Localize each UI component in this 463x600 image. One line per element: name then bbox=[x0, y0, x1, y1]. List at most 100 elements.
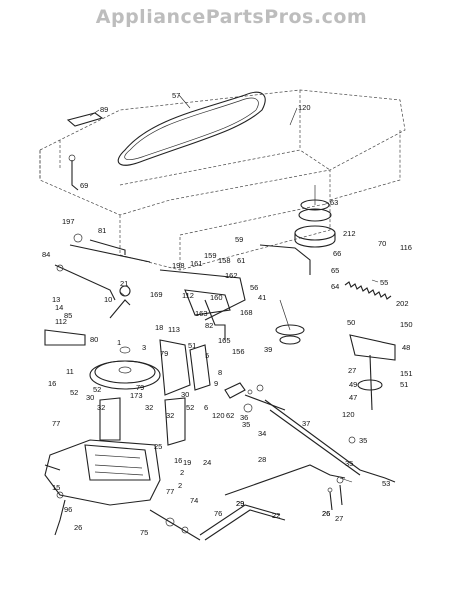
callout-75: 75 bbox=[140, 528, 148, 537]
callout-27-b: 27 bbox=[335, 514, 343, 523]
callout-30-a: 30 bbox=[86, 393, 94, 402]
callout-26-c: 26 bbox=[322, 509, 330, 518]
callout-11: 11 bbox=[66, 367, 74, 376]
callout-49: 49 bbox=[349, 380, 357, 389]
idler-pulley-part-38 bbox=[275, 299, 305, 345]
callout-66: 66 bbox=[333, 249, 341, 258]
callout-77-b: 77 bbox=[166, 487, 174, 496]
callout-161: 161 bbox=[190, 259, 203, 268]
callout-197: 197 bbox=[62, 217, 75, 226]
axle-part-74 bbox=[149, 509, 201, 541]
callout-120-c: 120 bbox=[212, 411, 225, 420]
callout-84: 84 bbox=[42, 250, 50, 259]
callout-36-a: 36 bbox=[240, 413, 248, 422]
callout-5-a: 5 bbox=[205, 351, 209, 360]
callout-15: 15 bbox=[52, 483, 60, 492]
plate-part-89 bbox=[66, 112, 104, 127]
callout-32-a: 32 bbox=[97, 403, 105, 412]
callout-120-b: 120 bbox=[342, 410, 355, 419]
callout-9-a: 9 bbox=[214, 379, 218, 388]
callout-35-a: 35 bbox=[242, 420, 250, 429]
callout-120: 120 bbox=[298, 103, 311, 112]
leader-lines bbox=[89, 94, 379, 483]
chassis-frame bbox=[39, 89, 406, 271]
callout-169: 169 bbox=[150, 290, 163, 299]
callout-79-b: 79 bbox=[160, 349, 168, 358]
callout-150: 150 bbox=[400, 320, 413, 329]
callout-160: 160 bbox=[210, 293, 223, 302]
callout-55: 55 bbox=[380, 278, 388, 287]
callout-35-c: 35 bbox=[345, 459, 353, 468]
callout-52-c: 52 bbox=[93, 385, 101, 394]
callout-30-b: 30 bbox=[181, 390, 189, 399]
callout-69: 69 bbox=[80, 181, 88, 190]
callout-163: 163 bbox=[195, 309, 208, 318]
bracket-part-48 bbox=[349, 334, 396, 411]
bracket-assembly-center bbox=[159, 269, 246, 340]
callout-50: 50 bbox=[347, 318, 355, 327]
callout-27-a: 27 bbox=[348, 366, 356, 375]
callout-57: 57 bbox=[172, 91, 180, 100]
callout-41: 41 bbox=[258, 293, 266, 302]
callout-165: 165 bbox=[218, 336, 231, 345]
callout-39: 39 bbox=[264, 345, 272, 354]
callout-77-a: 77 bbox=[52, 419, 60, 428]
callout-48: 48 bbox=[402, 343, 410, 352]
plate-part-30 bbox=[99, 397, 186, 446]
callout-32-c: 32 bbox=[145, 403, 153, 412]
rod-part-28 bbox=[224, 464, 346, 496]
callout-81: 81 bbox=[98, 226, 106, 235]
callout-35-b: 35 bbox=[359, 436, 367, 445]
callout-198: 198 bbox=[172, 261, 185, 270]
callout-168: 168 bbox=[240, 308, 253, 317]
rod-part-22 bbox=[199, 504, 286, 541]
callout-64: 64 bbox=[331, 282, 339, 291]
shaft-part-34 bbox=[224, 382, 286, 413]
callout-24: 24 bbox=[203, 458, 211, 467]
callout-3: 3 bbox=[142, 343, 146, 352]
callout-52-b: 52 bbox=[186, 403, 194, 412]
callout-18: 18 bbox=[155, 323, 163, 332]
callout-10: 10 bbox=[104, 295, 112, 304]
callout-34: 34 bbox=[258, 429, 266, 438]
callout-25: 25 bbox=[154, 442, 162, 451]
callout-65: 65 bbox=[331, 266, 339, 275]
callout-151: 151 bbox=[400, 369, 413, 378]
callout-85-a: 85 bbox=[64, 311, 72, 320]
callout-112-a: 112 bbox=[182, 291, 194, 300]
transaxle-part-1 bbox=[44, 439, 161, 536]
callout-22: 22 bbox=[272, 511, 280, 520]
callout-76: 76 bbox=[214, 509, 222, 518]
linkage-part-66 bbox=[259, 244, 311, 275]
callout-2-b: 2 bbox=[178, 481, 182, 490]
spring-part-55 bbox=[344, 281, 392, 300]
callout-82: 82 bbox=[205, 321, 213, 330]
callout-212: 212 bbox=[343, 229, 356, 238]
callout-158: 158 bbox=[218, 256, 231, 265]
bracket-part-69 bbox=[68, 154, 79, 191]
callout-62: 62 bbox=[226, 411, 234, 420]
callout-16-a: 16 bbox=[48, 379, 56, 388]
callout-47: 47 bbox=[349, 393, 357, 402]
callout-19: 19 bbox=[183, 458, 191, 467]
pulley-part-3 bbox=[89, 346, 161, 390]
callout-116: 116 bbox=[400, 243, 412, 252]
watermark: AppliancePartsPros.com bbox=[95, 6, 368, 28]
callout-37: 37 bbox=[302, 419, 310, 428]
callout-2-a: 2 bbox=[180, 468, 184, 477]
callout-53: 53 bbox=[382, 479, 390, 488]
bracket-part-113 bbox=[159, 339, 191, 396]
belt-part-57 bbox=[117, 91, 266, 166]
callout-159: 159 bbox=[204, 251, 217, 260]
callout-1-a: 1 bbox=[117, 338, 121, 347]
callout-26-a: 26 bbox=[322, 509, 330, 518]
callout-173: 173 bbox=[130, 391, 143, 400]
callout-16-b: 16 bbox=[174, 456, 182, 465]
callout-61: 61 bbox=[237, 256, 245, 265]
hardware-small-parts bbox=[247, 384, 356, 511]
callout-74: 74 bbox=[190, 496, 198, 505]
callout-63: 63 bbox=[330, 198, 338, 207]
callout-70: 70 bbox=[378, 239, 386, 248]
callout-56: 56 bbox=[250, 283, 258, 292]
